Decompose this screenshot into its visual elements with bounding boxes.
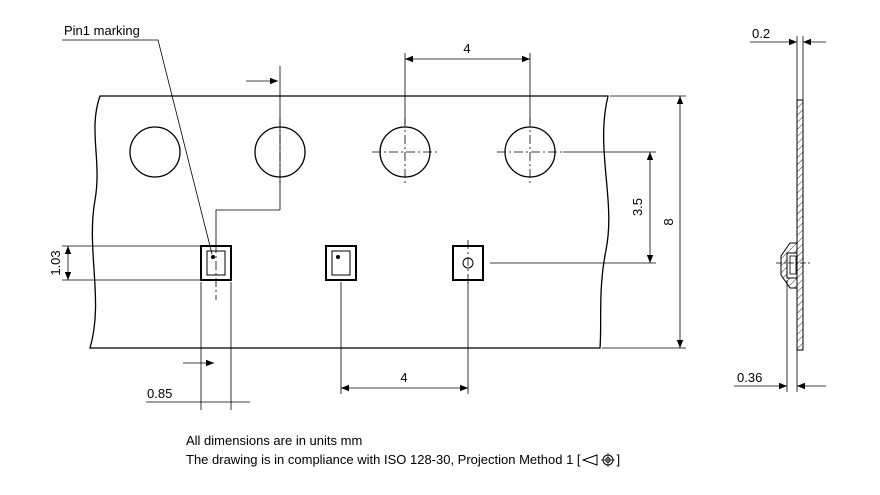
dim-35 [490, 151, 656, 264]
dim-103 [62, 245, 200, 281]
dim-036 [734, 280, 826, 392]
iso-note-text: The drawing is in compliance with ISO 12… [186, 452, 581, 467]
pin1-dot [336, 255, 340, 259]
iso-note-end: ] [616, 452, 621, 467]
dim-085-label: 0.85 [147, 386, 172, 401]
pin1-dot [211, 255, 215, 259]
dim-8 [602, 95, 686, 349]
dim-35-label: 3.5 [630, 198, 645, 216]
dim-pitch-bottom [340, 282, 469, 394]
pocket-hole [462, 257, 474, 269]
dim-8-label: 8 [661, 218, 676, 225]
dim-02 [750, 36, 826, 100]
pocket-1 [200, 245, 232, 281]
first-angle-projection-icon [581, 453, 615, 467]
units-note: All dimensions are in units mm [186, 433, 363, 448]
dim-02-label: 0.2 [752, 26, 770, 41]
sprocket-hole [129, 126, 181, 178]
iso-note: The drawing is in compliance with ISO 12… [186, 452, 620, 468]
dim-103-label: 1.03 [48, 250, 63, 275]
dim-pitch-bottom-label: 4 [400, 370, 407, 385]
pocket-3 [452, 245, 484, 281]
dim-pitch-top [404, 53, 531, 124]
reference-arrows [183, 66, 281, 367]
dim-036-label: 0.36 [737, 370, 762, 385]
dim-085 [146, 282, 250, 410]
sprocket-holes [129, 126, 556, 178]
pin1-label: Pin1 marking [64, 23, 140, 38]
side-view [776, 99, 812, 351]
carrier-tape-outline [89, 95, 610, 349]
center-lines [215, 118, 563, 300]
pocket-2 [325, 245, 357, 281]
dim-pitch-top-label: 4 [463, 41, 470, 56]
pin1-leader [62, 39, 213, 255]
